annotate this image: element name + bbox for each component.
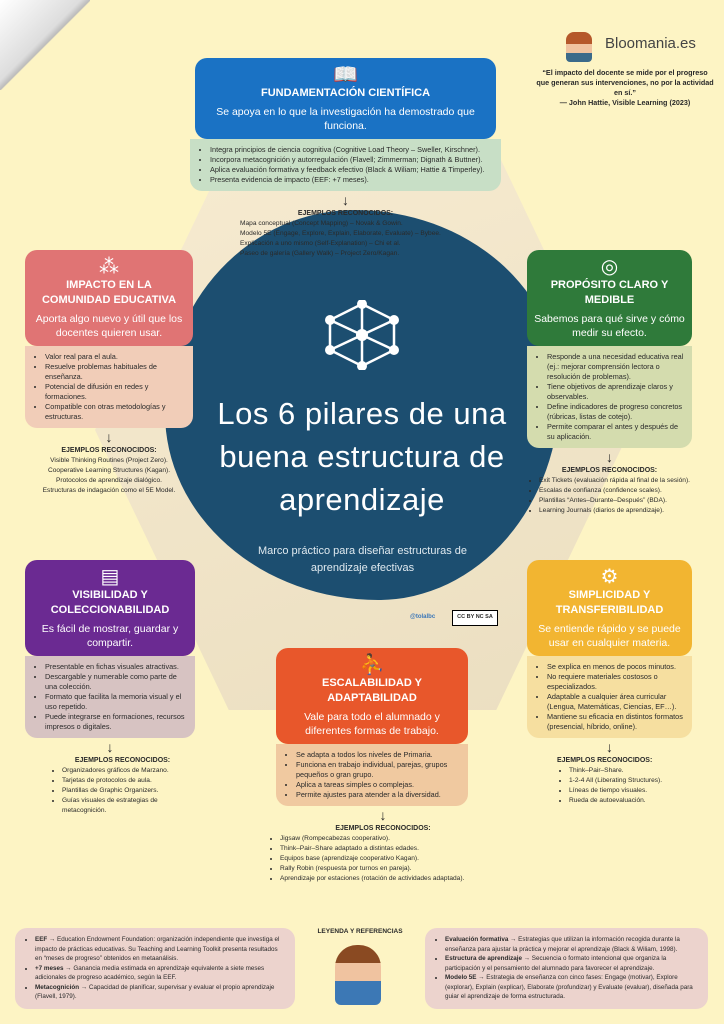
- arrow-down-icon: ↓: [106, 739, 114, 755]
- main-title: Los 6 pilares de una buena estructura de…: [217, 396, 507, 517]
- reading-avatar: [335, 945, 381, 1005]
- cards-icon: ▤: [100, 566, 120, 588]
- book-icon: 📖: [333, 64, 358, 86]
- stairs-climber-icon: ⛹: [359, 654, 385, 676]
- pillar-proposito: ◎ PROPÓSITO CLARO Y MEDIBLE Sabemos para…: [527, 250, 692, 516]
- legend-right: Evaluación formativa → Estrategias que u…: [425, 928, 708, 1009]
- molecule-icon: [322, 299, 402, 371]
- gears-icon: ⚙: [600, 566, 619, 588]
- page-curl: [0, 0, 90, 90]
- quote-block: “El impacto del docente se mide por el p…: [535, 68, 715, 108]
- arrow-down-icon: ↓: [606, 449, 613, 465]
- pillar-escalabilidad-header: ⛹ ESCALABILIDAD Y ADAPTABILIDAD Vale par…: [276, 648, 468, 744]
- pillar-visibilidad-body: Presentable en fichas visuales atractiva…: [25, 656, 195, 738]
- pillar-simplicidad-body: Se explica en menos de pocos minutos.No …: [527, 656, 692, 738]
- subtitle: Marco práctico para diseñar estructuras …: [257, 545, 468, 574]
- pillar-fundamentacion-examples: EJEMPLOS RECONOCIDOS: Mapa conceptual (C…: [240, 210, 441, 257]
- network-people-icon: ⁂: [99, 256, 119, 278]
- pillar-impacto-examples: EJEMPLOS RECONOCIDOS: Visible Thinking R…: [42, 447, 176, 494]
- pillar-proposito-body: Responde a una necesidad educativa real …: [527, 346, 692, 448]
- pillar-simplicidad: ⚙ SIMPLICIDAD Y TRANSFERIBILIDAD Se enti…: [527, 560, 692, 806]
- author-handle: @tolalbc: [410, 614, 436, 620]
- center-blob: [165, 210, 560, 600]
- arrow-down-icon: ↓: [105, 429, 113, 445]
- pillar-fundamentacion-header: 📖 FUNDAMENTACIÓN CIENTÍFICA Se apoya en …: [195, 58, 496, 139]
- pillar-visibilidad-examples: EJEMPLOS RECONOCIDOS: Organizadores gráf…: [25, 756, 195, 816]
- pillar-fundamentacion-body: Integra principios de ciencia cognitiva …: [190, 139, 501, 191]
- quote-author: — John Hattie, Visible Learning (2023): [559, 98, 691, 107]
- pillar-impacto-header: ⁂ IMPACTO EN LA COMUNIDAD EDUCATIVA Apor…: [25, 250, 193, 346]
- pillar-impacto: ⁂ IMPACTO EN LA COMUNIDAD EDUCATIVA Apor…: [25, 250, 193, 496]
- brand-name: Bloomania.es: [605, 35, 696, 52]
- pillar-escalabilidad-examples: EJEMPLOS RECONOCIDOS: Jigsaw (Rompecabez…: [268, 824, 498, 884]
- pillar-visibilidad: ▤ VISIBILIDAD Y COLECCIONABILIDAD Es fác…: [25, 560, 195, 816]
- pillar-impacto-body: Valor real para el aula.Resuelve problem…: [25, 346, 193, 428]
- pillar-simplicidad-examples: EJEMPLOS RECONOCIDOS: Think–Pair–Share.1…: [527, 756, 692, 806]
- pillar-visibilidad-header: ▤ VISIBILIDAD Y COLECCIONABILIDAD Es fác…: [25, 560, 195, 656]
- pillar-escalabilidad-body: Se adapta a todos los niveles de Primari…: [276, 744, 468, 806]
- legend-left: EEF → Education Endowment Foundation: or…: [15, 928, 295, 1009]
- arrow-down-icon: ↓: [342, 192, 349, 208]
- legend-title: LEYENDA Y REFERENCIAS: [317, 928, 403, 935]
- pillar-proposito-header: ◎ PROPÓSITO CLARO Y MEDIBLE Sabemos para…: [527, 250, 692, 346]
- pillar-proposito-examples: EJEMPLOS RECONOCIDOS: Exit Tickets (eval…: [527, 466, 692, 516]
- pillar-simplicidad-header: ⚙ SIMPLICIDAD Y TRANSFERIBILIDAD Se enti…: [527, 560, 692, 656]
- cc-license-badge: CC BY NC SA: [452, 610, 498, 626]
- pillar-escalabilidad: ⛹ ESCALABILIDAD Y ADAPTABILIDAD Vale par…: [268, 648, 498, 884]
- target-icon: ◎: [600, 256, 619, 278]
- avatar: [566, 32, 592, 62]
- quote-text: “El impacto del docente se mide por el p…: [536, 68, 714, 97]
- arrow-down-icon: ↓: [606, 739, 613, 755]
- pillar-fundamentacion: 📖 FUNDAMENTACIÓN CIENTÍFICA Se apoya en …: [190, 58, 501, 259]
- arrow-down-icon: ↓: [379, 807, 387, 823]
